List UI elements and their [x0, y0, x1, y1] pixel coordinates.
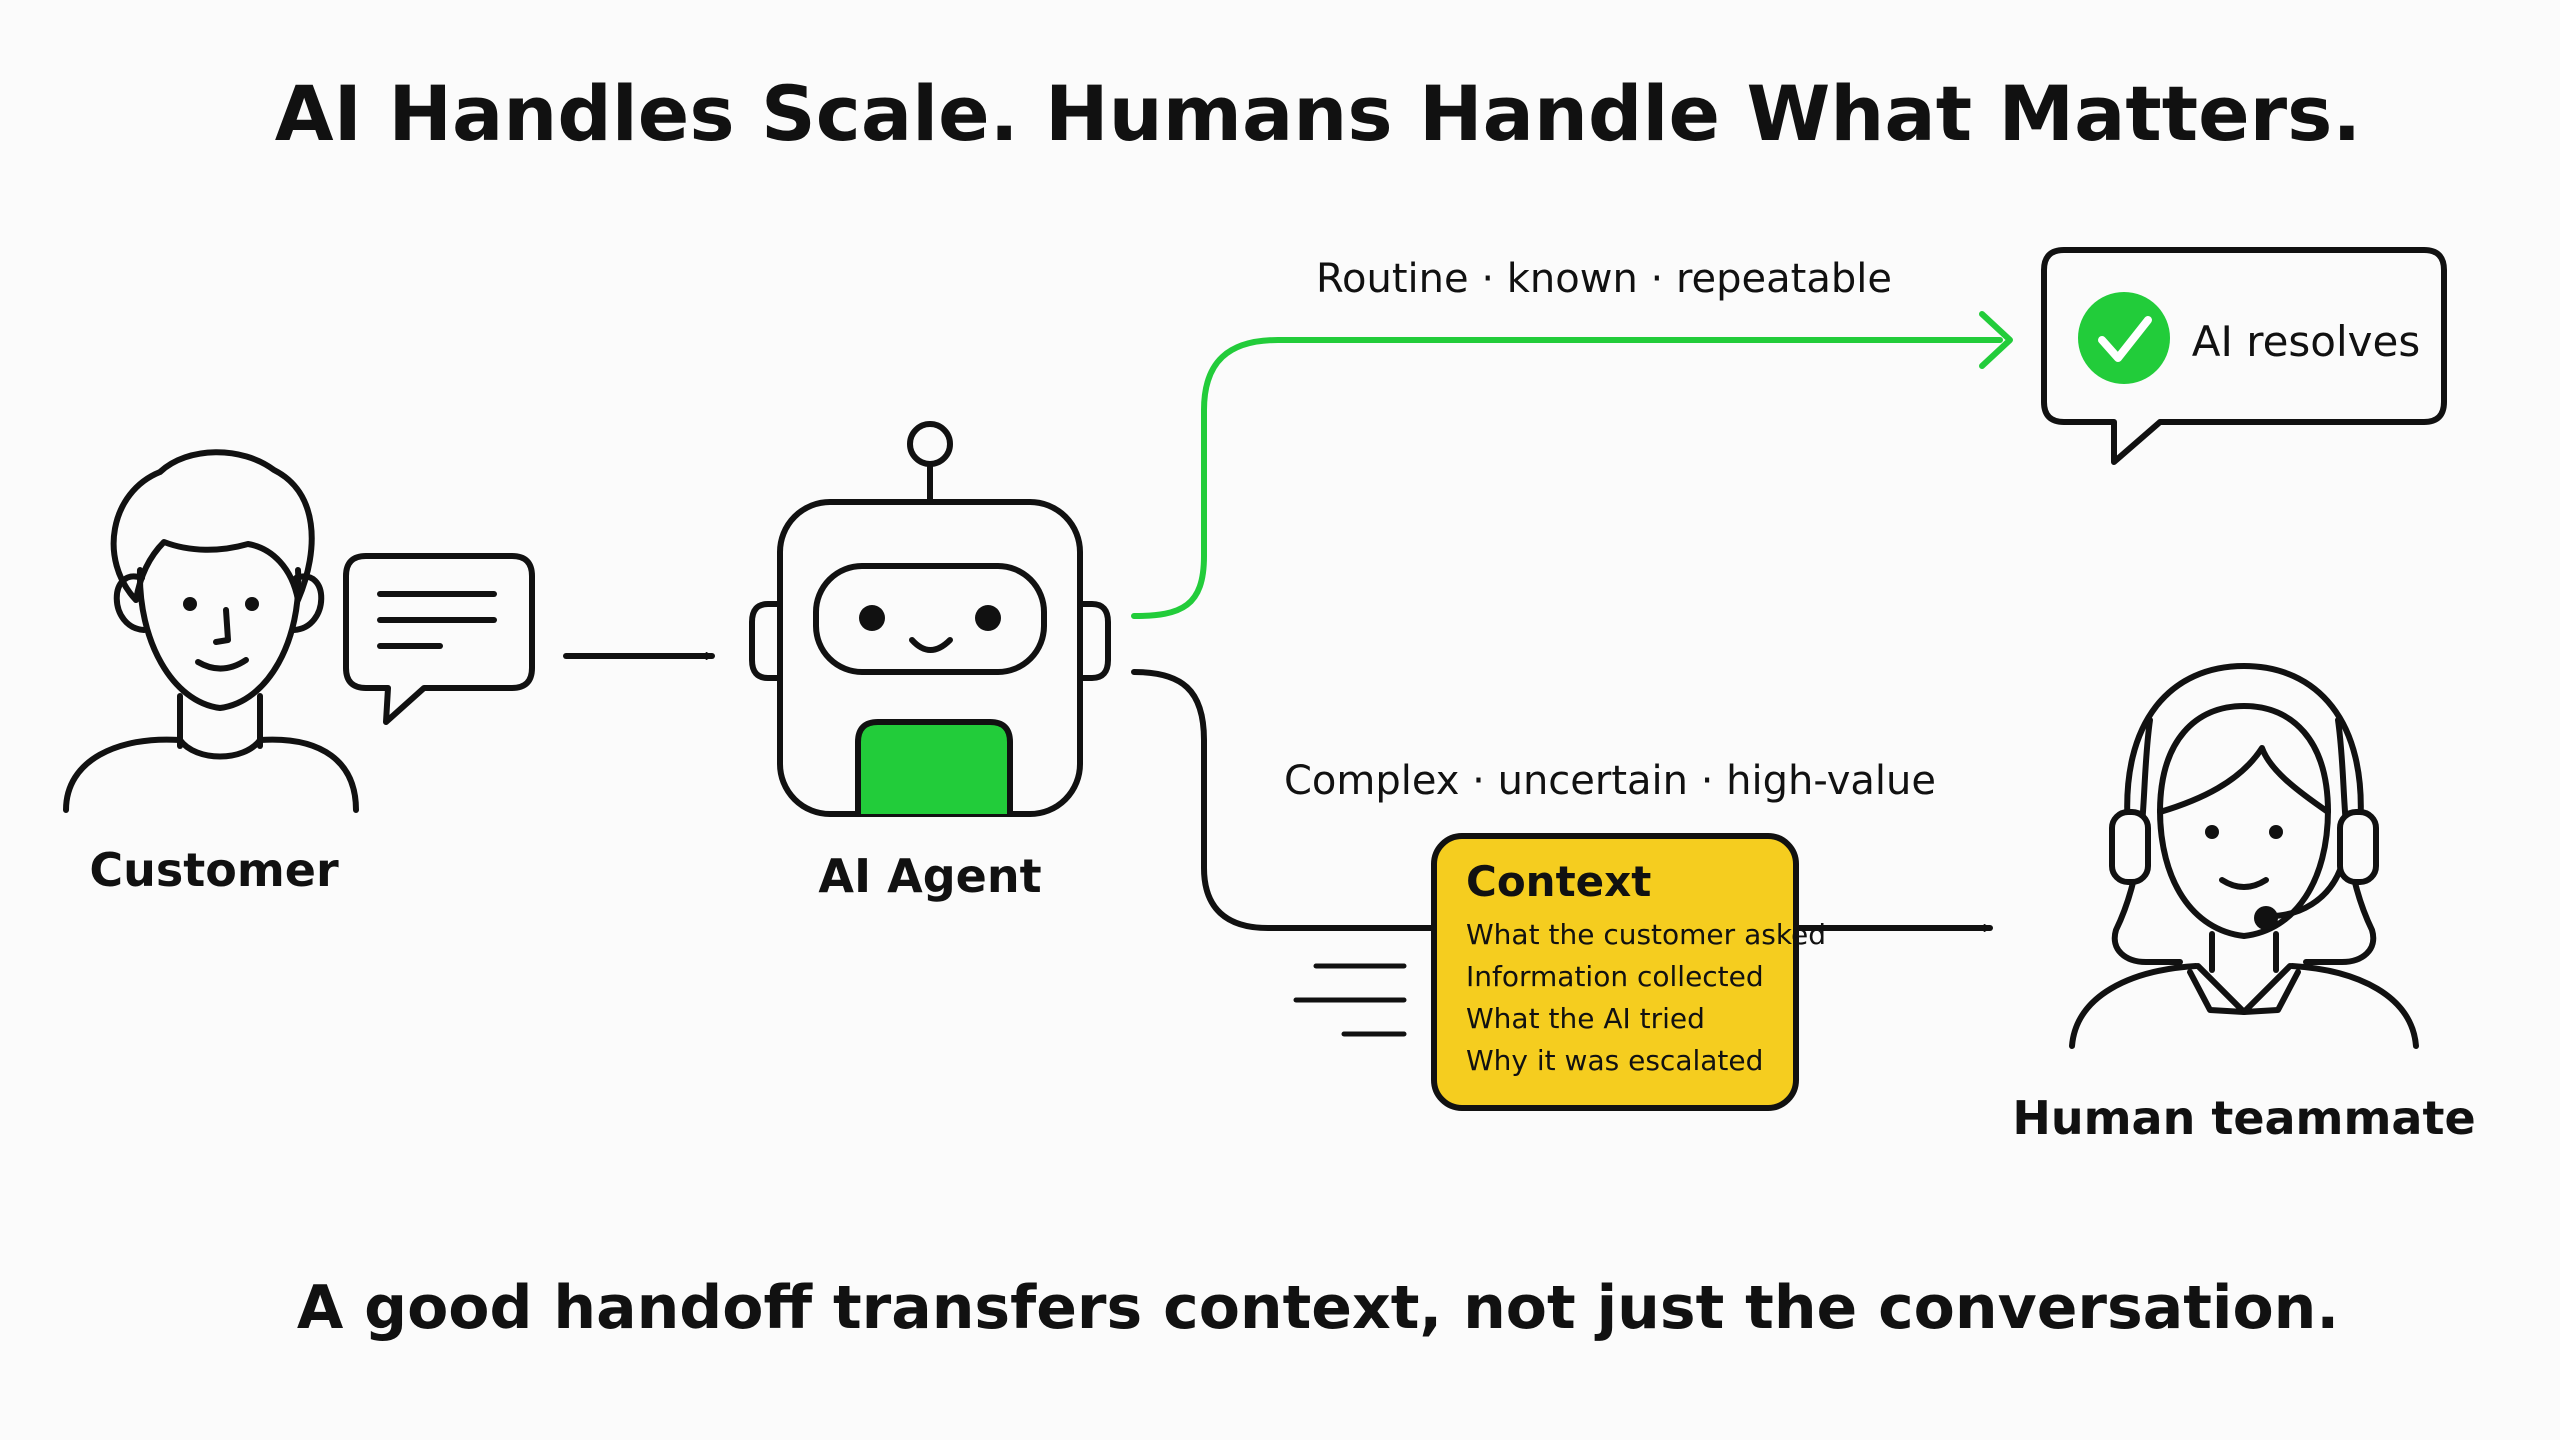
motion-lines-icon	[1293, 963, 1407, 1037]
context-card-title: Context	[1466, 857, 1651, 906]
context-item: Information collected	[1466, 960, 1764, 993]
complex-route-label: Complex · uncertain · high-value	[1284, 758, 1936, 804]
robot-icon	[749, 421, 1111, 817]
routine-route-arrowhead	[1979, 311, 2013, 369]
context-item: Why it was escalated	[1466, 1044, 1763, 1077]
page-title: AI Handles Scale. Humans Handle What Mat…	[275, 69, 2361, 158]
customer-person-icon	[63, 449, 359, 813]
customer-label: Customer	[89, 843, 339, 897]
customer-message-bubble-icon	[343, 553, 535, 725]
support-agent-headset-icon	[2069, 663, 2419, 1049]
human-teammate-label: Human teammate	[2012, 1091, 2475, 1145]
context-item: What the AI tried	[1466, 1002, 1705, 1035]
ai-agent-label: AI Agent	[818, 849, 1041, 903]
routine-route-label: Routine · known · repeatable	[1316, 256, 1892, 302]
footer-caption: A good handoff transfers context, not ju…	[297, 1273, 2339, 1343]
headset-mic-icon	[2254, 906, 2278, 930]
complex-route-line	[1131, 669, 1437, 931]
ai-resolves-label: AI resolves	[2192, 317, 2420, 366]
ai-resolves-bubble: AI resolves	[2041, 247, 2447, 465]
context-item: What the customer asked	[1466, 918, 1826, 951]
check-circle-icon	[2078, 292, 2170, 384]
context-card: Context What the customer asked Informat…	[1431, 833, 1826, 1111]
routine-route-arrow	[1131, 337, 2003, 619]
